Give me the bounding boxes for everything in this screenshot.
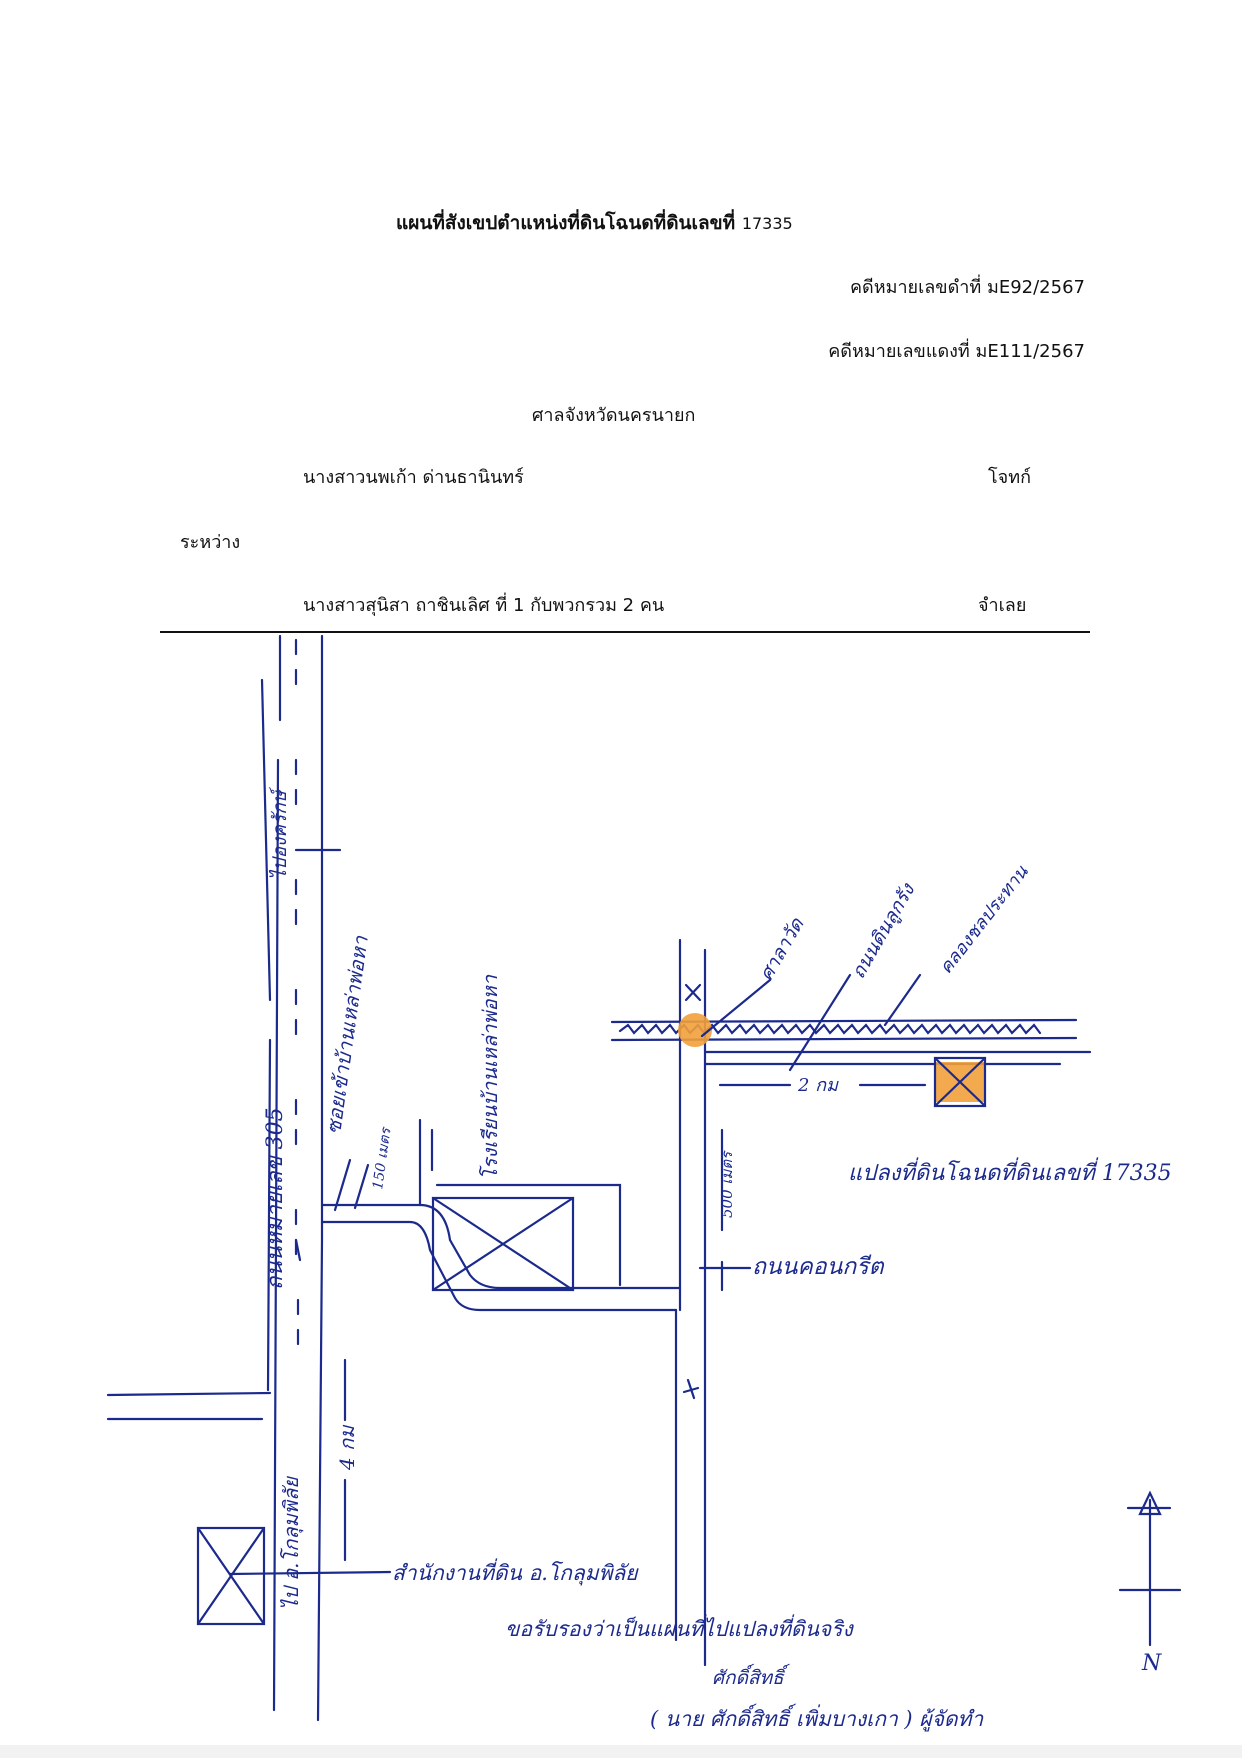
label-deed-plot: แปลงที่ดินโฉนดที่ดินเลขที่ 17335 [848, 1157, 1172, 1186]
title-text: แผนที่สังเขปตำแหน่งที่ดินโฉนดที่ดินเลขที… [396, 212, 736, 234]
school-building [431, 1183, 622, 1292]
signature: ศักดิ์สิทธิ์ [712, 1663, 791, 1689]
defendant-name: นางสาวสุนิสา ถาชินเลิศ ที่ 1 กับพวกรวม 2… [303, 595, 665, 616]
branch-road-west [106, 1391, 272, 1421]
label-dist-4km: 4 กม [335, 1424, 359, 1471]
label-to-klong-luang: ไป อ.โกลุมพิลัย [279, 1476, 304, 1610]
label-temple: ศาลาวัด [755, 913, 809, 984]
temple-marker [678, 1013, 712, 1047]
plaintiff-role: โจทก์ [988, 467, 1031, 488]
between-label: ระหว่าง [180, 532, 241, 553]
certification-note: ขอรับรองว่าเป็นแผนที่ไปแปลงที่ดินจริง [505, 1614, 855, 1641]
label-road-along-canal: ถนนดินลูกรัง [847, 879, 920, 983]
label-highway: ถนนหมายเลข 305 [263, 1107, 288, 1290]
label-leaders [700, 973, 922, 1072]
label-concrete-road: ถนนคอนกรีต [752, 1254, 885, 1280]
label-soi-entrance: ซอยเข้าบ้านเหล่าพ่อหา [321, 934, 373, 1136]
road-to-canal [674, 938, 707, 1667]
label-school: โรงเรียนบ้านเหล่าพ่อหา [478, 974, 502, 1180]
temple-cross-icon [684, 983, 702, 1002]
defendant-role: จำเลย [978, 595, 1027, 616]
label-to-ongkharak: ไปองครักษ์ [268, 786, 291, 880]
label-dist-150: 150 เมตร [370, 1126, 395, 1191]
label-land-office: สำนักงานที่ดิน อ.โกลุมพิลัย [392, 1558, 639, 1586]
red-case-number: คดีหมายเลขแดงที่ มE111/2567 [828, 341, 1085, 362]
north-arrow-icon [1118, 1490, 1182, 1647]
plaintiff-name: นางสาวนพเก้า ด่านธานินทร์ [303, 467, 524, 488]
map-title: แผนที่สังเขปตำแหน่งที่ดินโฉนดที่ดินเลขที… [396, 208, 793, 238]
label-dist-2km: 2 กม [797, 1075, 839, 1096]
scan-bottom-edge [0, 1745, 1242, 1758]
black-case-number: คดีหมายเลขดำที่ มE92/2567 [849, 277, 1085, 298]
court-name: ศาลจังหวัดนครนายก [532, 405, 696, 426]
label-dist-500: 500 เมตร [718, 1150, 736, 1218]
dist-150-leader [333, 1158, 370, 1212]
signer-name: ( นาย ศักดิ์สิทธิ์ เพิ่มบางเกา ) ผู้จัดท… [650, 1703, 984, 1732]
direction-arrows [294, 848, 342, 1262]
deed-number: 17335 [741, 214, 793, 233]
label-canal: คลองชลประทาน [935, 861, 1033, 978]
soi-road [320, 1118, 682, 1312]
land-office-building [196, 1526, 392, 1626]
deed-plot [933, 1056, 987, 1108]
highway-road [260, 634, 324, 1722]
header-divider [160, 631, 1090, 633]
north-label: N [1141, 1651, 1162, 1676]
